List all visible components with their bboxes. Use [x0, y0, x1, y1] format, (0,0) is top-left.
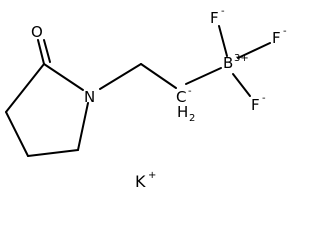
bond-c4-c3: [5, 111, 29, 157]
counterion-charge: +: [148, 170, 156, 181]
bond-n-c5: [77, 102, 89, 151]
bond-ch2-ch2: [140, 63, 177, 89]
bond-carbonyl-o-2: [43, 39, 51, 63]
bond-carbonyl-o-1: [37, 39, 45, 65]
bonds: [5, 25, 271, 157]
bond-b-f2: [237, 42, 271, 59]
atom-fluorine-2: F: [272, 29, 281, 47]
atom-nitrogen: N: [84, 88, 95, 106]
carbanion-h-count: 2: [189, 113, 195, 124]
bond-n-ch2: [99, 63, 142, 90]
atom-fluorine-3: F: [251, 96, 260, 114]
bond-b-f1: [218, 25, 228, 57]
carbanion-charge: -: [188, 86, 192, 97]
atom-carbanion-h: H: [177, 103, 188, 121]
atom-oxygen: O: [31, 23, 43, 41]
bond-c-b: [185, 67, 222, 85]
atom-fluorine-1: F: [210, 9, 219, 27]
counterion-symbol: K: [135, 172, 146, 191]
fluorine-1-charge: -: [221, 6, 225, 17]
molecule-svg: O N C - H 2 B 3+ F - F - F - K +: [5, 6, 287, 191]
boron-charge: 3+: [234, 53, 249, 64]
bond-c5-c4: [27, 149, 79, 157]
atom-boron: B: [223, 54, 233, 72]
structure-diagram: O N C - H 2 B 3+ F - F - F - K +: [5, 6, 287, 191]
fluorine-2-charge: -: [283, 26, 287, 37]
bond-c3-carbonyl: [5, 63, 45, 113]
bond-carbonyl-n: [43, 63, 84, 91]
atom-carbanion: C: [176, 88, 186, 106]
bond-b-f3: [232, 73, 251, 97]
fluorine-3-charge: -: [262, 93, 266, 104]
